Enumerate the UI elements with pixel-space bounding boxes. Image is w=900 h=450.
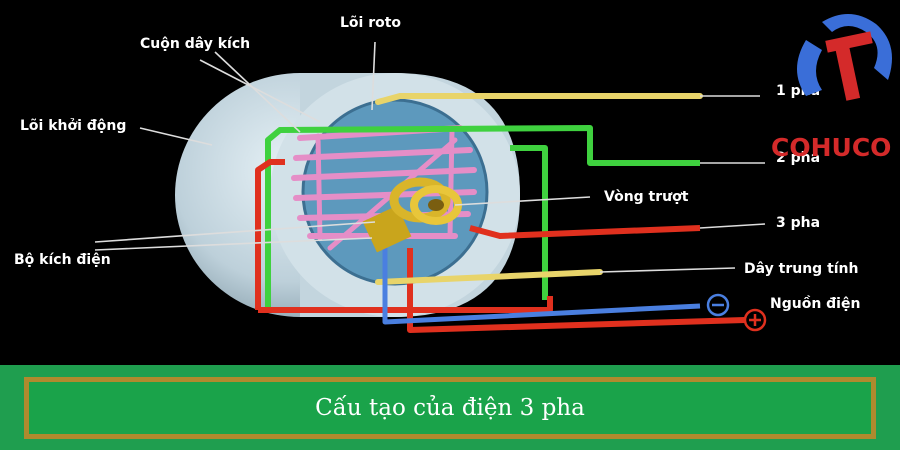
label-vong-truot: Vòng trượt [604, 189, 689, 205]
label-nguon-dien: Nguồn điện [770, 295, 860, 312]
label-day-trung-tinh: Dây trung tính [744, 261, 859, 277]
caption-banner: Cấu tạo của điện 3 pha [24, 377, 876, 439]
logo-text: COHUCO [771, 133, 891, 162]
label-loi-khoi-dong: Lõi khởi động [20, 118, 126, 134]
caption-text: Cấu tạo của điện 3 pha [315, 395, 585, 421]
label-cuon-day-kich: Cuộn dây kích [140, 36, 250, 52]
negative-terminal-icon [708, 295, 728, 315]
motor-diagram: Lõi roto Cuộn dây kích Lõi khởi động Bộ … [0, 0, 900, 365]
label-loi-roto: Lõi roto [340, 15, 401, 31]
positive-terminal-icon [745, 310, 765, 330]
label-bo-kich-dien: Bộ kích điện [14, 252, 111, 268]
label-3-pha: 3 pha [776, 215, 820, 231]
